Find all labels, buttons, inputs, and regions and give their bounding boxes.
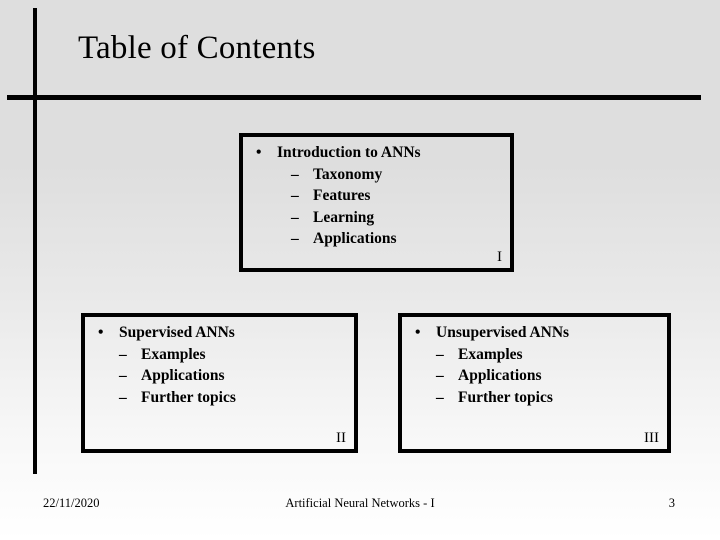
- footer-page-number: 3: [668, 496, 675, 510]
- list-item-label: Learning: [313, 208, 375, 226]
- list-item-label: Examples: [458, 345, 523, 363]
- box-numeral-label: II: [336, 430, 346, 446]
- list-item: – Examples: [422, 344, 667, 366]
- bullet-dash-icon: –: [436, 345, 444, 363]
- content-box-inner: • Supervised ANNs – Examples – Applicati…: [85, 317, 354, 449]
- bullet-dash-icon: –: [291, 187, 299, 204]
- bullet-dash-icon: –: [119, 345, 127, 363]
- outline-heading-label: Introduction to ANNs: [277, 144, 421, 161]
- bullet-dash-icon: –: [119, 388, 127, 406]
- list-item-label: Applications: [313, 230, 397, 247]
- bullet-dot-icon: •: [98, 324, 104, 341]
- outline-level1-list: • Supervised ANNs: [85, 322, 354, 344]
- list-item-label: Applications: [458, 367, 542, 384]
- bullet-dash-icon: –: [291, 208, 299, 226]
- list-item: – Further topics: [105, 387, 354, 409]
- list-item-label: Further topics: [458, 388, 553, 406]
- list-item-label: Taxonomy: [313, 165, 383, 183]
- bullet-dot-icon: •: [415, 324, 421, 341]
- list-item-label: Examples: [141, 345, 206, 363]
- bullet-dash-icon: –: [436, 367, 444, 384]
- box-numeral-label: III: [644, 430, 659, 446]
- outline-heading-unsupervised: • Unsupervised ANNs: [402, 322, 667, 344]
- footer-date: 22/11/2020: [43, 496, 100, 510]
- bullet-dash-icon: –: [119, 367, 127, 384]
- content-box-inner: • Unsupervised ANNs – Examples – Applica…: [402, 317, 667, 449]
- list-item: – Applications: [105, 365, 354, 387]
- content-box-inner: • Introduction to ANNs – Taxonomy – Feat…: [243, 137, 510, 268]
- content-box-introduction: • Introduction to ANNs – Taxonomy – Feat…: [239, 133, 514, 272]
- outline-heading-supervised: • Supervised ANNs: [85, 322, 354, 344]
- outline-heading-introduction: • Introduction to ANNs: [243, 142, 510, 164]
- bullet-dash-icon: –: [436, 388, 444, 406]
- list-item: – Taxonomy: [277, 164, 510, 186]
- page-title: Table of Contents: [78, 30, 316, 66]
- box-numeral-label: I: [497, 249, 502, 265]
- list-item-label: Features: [313, 187, 371, 204]
- content-box-supervised: • Supervised ANNs – Examples – Applicati…: [81, 313, 358, 453]
- title-vertical-rule: [33, 8, 37, 474]
- bullet-dash-icon: –: [291, 165, 299, 183]
- list-item-label: Further topics: [141, 388, 236, 406]
- list-item: – Learning: [277, 207, 510, 229]
- outline-level2-list: – Taxonomy – Features – Learning – Appli…: [243, 164, 510, 250]
- list-item: – Features: [277, 185, 510, 207]
- list-item: – Applications: [422, 365, 667, 387]
- bullet-dot-icon: •: [256, 144, 262, 161]
- outline-level2-list: – Examples – Applications – Further topi…: [402, 344, 667, 409]
- footer-title: Artificial Neural Networks - I: [285, 496, 435, 510]
- outline-level2-list: – Examples – Applications – Further topi…: [85, 344, 354, 409]
- content-box-unsupervised: • Unsupervised ANNs – Examples – Applica…: [398, 313, 671, 453]
- outline-level1-list: • Unsupervised ANNs: [402, 322, 667, 344]
- outline-level1-list: • Introduction to ANNs: [243, 142, 510, 164]
- bullet-dash-icon: –: [291, 230, 299, 247]
- outline-heading-label: Supervised ANNs: [119, 324, 235, 341]
- title-horizontal-rule: [7, 95, 701, 100]
- list-item: – Examples: [105, 344, 354, 366]
- list-item: – Applications: [277, 228, 510, 250]
- list-item: – Further topics: [422, 387, 667, 409]
- outline-heading-label: Unsupervised ANNs: [436, 324, 570, 341]
- list-item-label: Applications: [141, 367, 225, 384]
